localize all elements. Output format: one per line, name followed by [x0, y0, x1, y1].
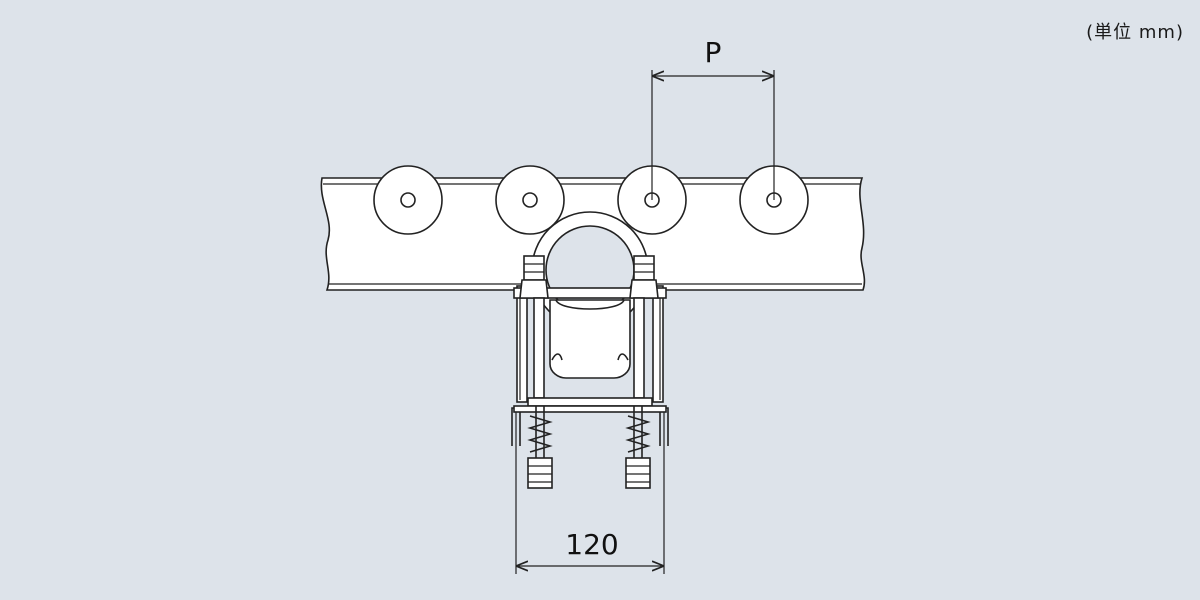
width-dimension: 120	[515, 412, 665, 574]
roller	[373, 165, 443, 235]
unit-label: (単位 mm)	[1086, 22, 1184, 43]
roller	[495, 165, 565, 235]
width-label: 120	[565, 528, 618, 561]
pitch-label: P	[705, 36, 722, 69]
clamp-bracket	[511, 211, 669, 489]
pitch-dimension: P	[651, 36, 775, 200]
rollers	[373, 165, 809, 235]
